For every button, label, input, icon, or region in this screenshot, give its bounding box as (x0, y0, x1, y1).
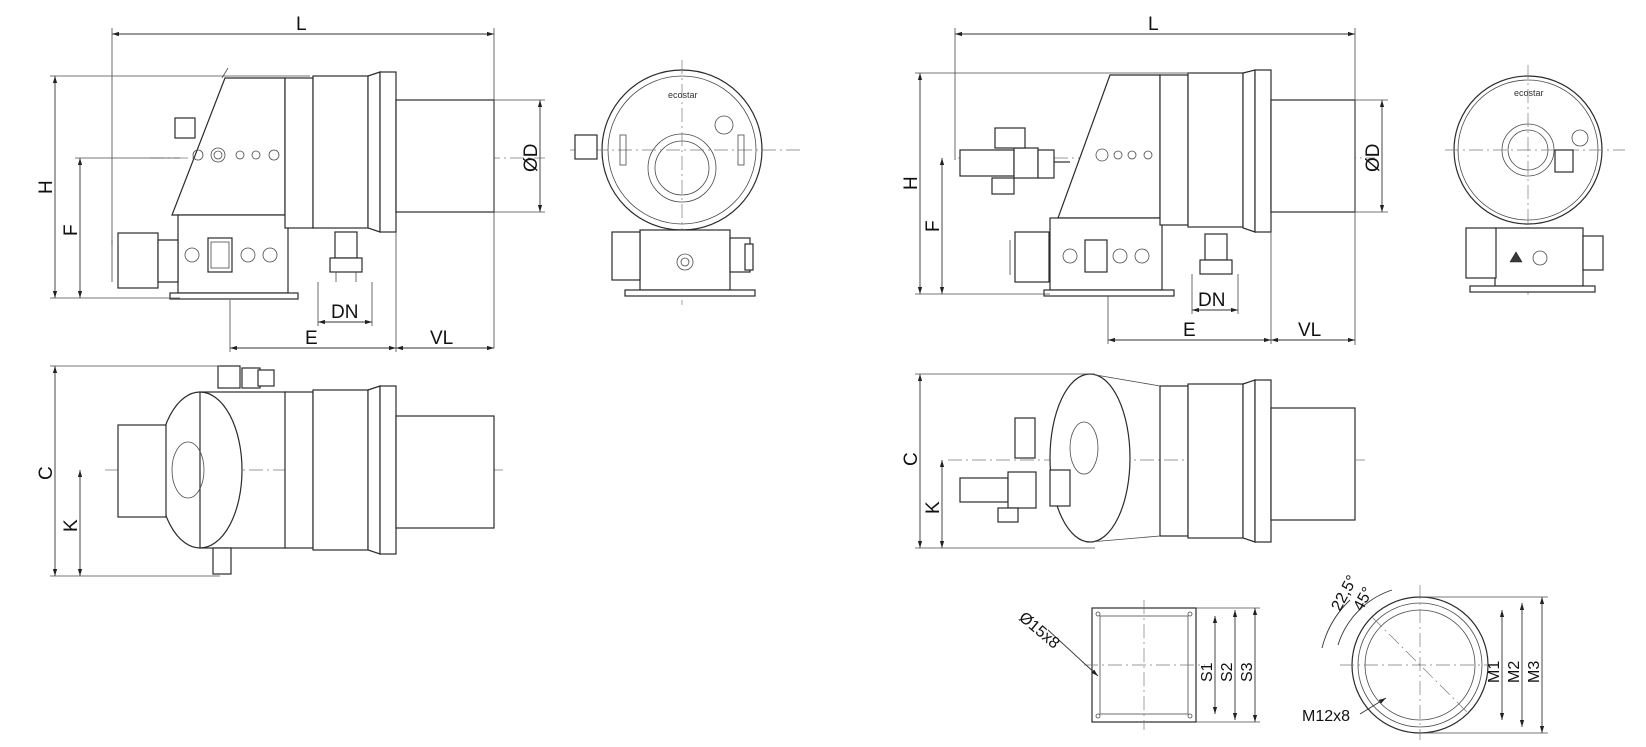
dim-label-F: F (61, 224, 82, 236)
label-thread-spec: M12x8 (1302, 708, 1350, 725)
dim-label-C: C (36, 466, 57, 480)
view-left-side-elevation: L H F ØD DN E VL (36, 14, 545, 352)
detail-round-flange: 22,5° 45° M1 M2 M3 M12x8 (1302, 573, 1548, 740)
dim-label-E-right: E (1183, 320, 1196, 341)
dim-label-S2: S2 (1219, 662, 1236, 682)
dim-label-K: K (61, 519, 82, 532)
dim-label-S3: S3 (1239, 662, 1256, 682)
detail-square-flange: Ø15x8 S1 S2 S3 (1015, 600, 1260, 730)
brand-logo-front-right: ecostar (1514, 88, 1544, 98)
brand-logo-front-left: ecostar (668, 90, 698, 100)
dim-label-VL: VL (430, 328, 453, 349)
view-right-front: ecostar (1445, 65, 1625, 295)
dim-label-E: E (305, 328, 318, 349)
dim-label-S1: S1 (1199, 662, 1216, 682)
dim-label-OD: ØD (521, 144, 542, 173)
dim-label-L-right: L (1148, 14, 1159, 35)
dim-label-M3: M3 (1526, 661, 1543, 683)
dim-label-F-right: F (923, 220, 944, 232)
dim-label-M1: M1 (1486, 661, 1503, 683)
view-left-top: C K (36, 365, 505, 577)
dim-label-H: H (36, 180, 57, 194)
dim-label-DN: DN (331, 302, 358, 323)
view-right-top: C K (901, 373, 1365, 549)
view-right-side-elevation: L H F ØD DN E VL (901, 14, 1388, 345)
warning-triangle-icon (1509, 251, 1523, 263)
dim-label-K-right: K (923, 501, 944, 514)
label-hole-spec: Ø15x8 (1015, 609, 1062, 652)
view-left-front: ecostar (570, 60, 800, 305)
dim-label-OD-right: ØD (1363, 144, 1384, 173)
dim-label-H-right: H (901, 176, 922, 190)
dim-label-VL-right: VL (1298, 320, 1321, 341)
dim-label-DN-right: DN (1198, 290, 1225, 311)
dim-label-M2: M2 (1506, 661, 1523, 683)
dim-label-L: L (296, 14, 307, 35)
dim-label-C-right: C (901, 452, 922, 466)
